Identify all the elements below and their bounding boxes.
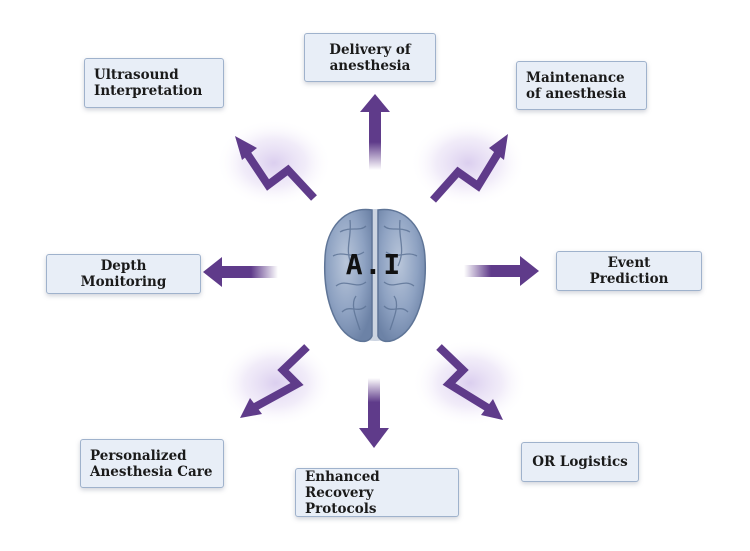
node-personalized-anesthesia-care: Personalized Anesthesia Care (80, 439, 224, 488)
zigzag-arrow-upper-left (235, 136, 317, 201)
glow-lower-right (412, 339, 528, 427)
glow-lower-left (218, 339, 334, 427)
node-event-prediction: Event Prediction (556, 251, 702, 291)
zigzag-arrow-lower-right (436, 344, 503, 420)
node-delivery-of-anesthesia: Delivery of anesthesia (304, 33, 436, 82)
brain-icon (323, 208, 427, 343)
node-enhanced-recovery-protocols: Enhanced Recovery Protocols (295, 468, 459, 517)
arrow-up (360, 94, 390, 170)
zigzag-arrow-lower-left (240, 344, 310, 418)
node-maintenance-of-anesthesia: Maintenance of anesthesia (516, 61, 647, 110)
glow-upper-right (410, 119, 526, 207)
node-or-logistics: OR Logistics (521, 442, 639, 482)
arrow-right (464, 256, 539, 286)
node-depth-monitoring: Depth Monitoring (46, 254, 201, 294)
node-ultrasound-interpretation: Ultrasound Interpretation (84, 58, 224, 108)
ai-label: A.I (345, 248, 403, 281)
arrow-left (203, 257, 278, 287)
zigzag-arrow-upper-right (430, 134, 508, 203)
arrow-down (359, 378, 389, 448)
